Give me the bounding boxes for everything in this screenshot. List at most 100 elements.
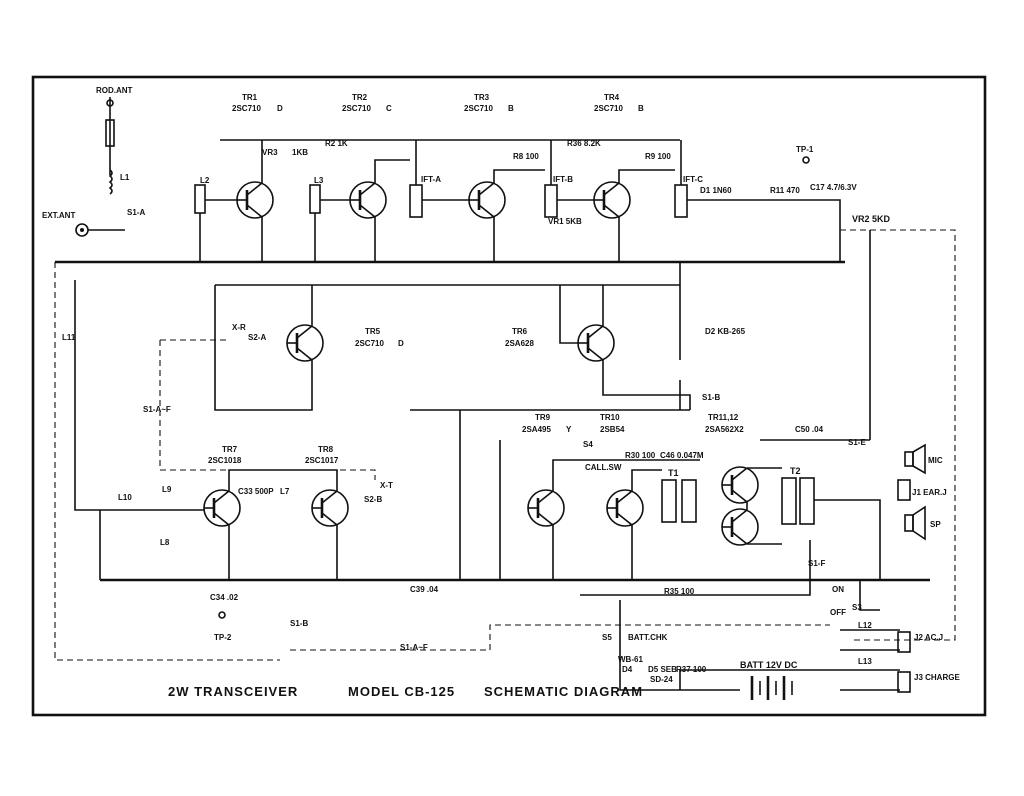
- label-s4: S4: [583, 440, 593, 449]
- label-wb61: WB-61: [618, 655, 643, 664]
- label-tr4-part: 2SC710: [594, 104, 623, 113]
- wire-power: [619, 600, 840, 691]
- label-c33: C33 500P: [238, 487, 274, 496]
- wire-tr6: [559, 285, 691, 410]
- label-tr9-code: Y: [566, 425, 572, 434]
- label-ift-a: IFT-A: [421, 175, 441, 184]
- label-tr2-ref: TR2: [352, 93, 368, 102]
- transistor-tr2: [349, 181, 387, 219]
- label-tr9-ref: TR9: [535, 413, 551, 422]
- label-s1b-bottom: S1-B: [290, 619, 308, 628]
- coil-l2: [194, 184, 206, 262]
- label-r11: R11 470: [770, 186, 800, 195]
- rod-antenna: [105, 97, 115, 175]
- ext-antenna-jack: [75, 223, 125, 237]
- label-tr10-ref: TR10: [600, 413, 620, 422]
- transistor-tr1: [236, 181, 274, 219]
- label-l9: L9: [162, 485, 172, 494]
- transistor-tr4: [593, 181, 631, 219]
- label-ear: J1 EAR.J: [912, 488, 947, 497]
- label-t2: T2: [790, 466, 801, 476]
- transistor-tr9: [527, 489, 565, 527]
- wire-audio-bottom: [580, 540, 811, 596]
- label-r2: R2 1K: [325, 139, 348, 148]
- label-sd24: SD-24: [650, 675, 673, 684]
- wire-detector: [687, 199, 841, 262]
- label-r37: R37 100: [676, 665, 707, 674]
- label-r36: R36 8.2K: [567, 139, 601, 148]
- label-tp2: TP-2: [214, 633, 232, 642]
- label-r8: R8 100: [513, 152, 539, 161]
- label-c39: C39 .04: [410, 585, 439, 594]
- label-c17: C17 4.7/6.3V: [810, 183, 857, 192]
- label-tr2-part: 2SC710: [342, 104, 371, 113]
- transistor-tr10: [606, 489, 644, 527]
- switch-linkage-right: [840, 229, 956, 641]
- speaker-symbol: [904, 505, 926, 541]
- label-tr8-ref: TR8: [318, 445, 334, 454]
- label-tr11-part: 2SA562X2: [705, 425, 744, 434]
- label-s1ae-vertical: S1-A~F: [143, 405, 171, 414]
- label-c50: C50 .04: [795, 425, 824, 434]
- ear-jack-symbol: [897, 479, 911, 501]
- label-d1: D1 1N60: [700, 186, 732, 195]
- label-tr1-code: D: [277, 104, 283, 113]
- label-on: ON: [832, 585, 844, 594]
- title-left: 2W TRANSCEIVER: [168, 684, 298, 699]
- label-tr1-part: 2SC710: [232, 104, 261, 113]
- label-x-t: X-T: [380, 481, 393, 490]
- transformer-t2: [781, 477, 815, 525]
- label-tr1-ref: TR1: [242, 93, 258, 102]
- charge-jack-symbol: [897, 671, 911, 693]
- wire-tr3: [422, 169, 545, 262]
- label-d5: D5 SEB: [648, 665, 677, 674]
- label-tr9-part: 2SA495: [522, 425, 551, 434]
- label-tr6-ref: TR6: [512, 327, 528, 336]
- test-point-tp1: [802, 156, 810, 164]
- label-j3: J3 CHARGE: [914, 673, 960, 682]
- label-vr3: VR3: [262, 148, 278, 157]
- label-tr10-part: 2SB54: [600, 425, 625, 434]
- label-ift-b: IFT-B: [553, 175, 573, 184]
- label-tr5-ref: TR5: [365, 327, 381, 336]
- label-ift-c: IFT-C: [683, 175, 703, 184]
- ac-jack-symbol: [897, 631, 911, 653]
- label-tp1: TP-1: [796, 145, 814, 154]
- label-l7: L7: [280, 487, 290, 496]
- label-tr3-part: 2SC710: [464, 104, 493, 113]
- label-l3: L3: [314, 176, 324, 185]
- wire-tr2: [320, 159, 410, 262]
- label-mic: MIC: [928, 456, 943, 465]
- wire-r7: [760, 230, 871, 441]
- label-s1f: S1-F: [808, 559, 825, 568]
- label-rod-ant: ROD.ANT: [96, 86, 133, 95]
- label-l2: L2: [200, 176, 210, 185]
- coil-l3: [309, 184, 321, 262]
- label-tr3-ref: TR3: [474, 93, 490, 102]
- label-ext-ant: EXT.ANT: [42, 211, 75, 220]
- label-batt: BATT 12V DC: [740, 660, 798, 670]
- wire-tr5: [214, 285, 313, 411]
- title-right: SCHEMATIC DIAGRAM: [484, 684, 643, 699]
- label-batt-chk: BATT.CHK: [628, 633, 668, 642]
- label-tr4-ref: TR4: [604, 93, 620, 102]
- label-sp: SP: [930, 520, 941, 529]
- label-l8: L8: [160, 538, 170, 547]
- wire-output: [746, 467, 881, 580]
- label-s1ae-bottom: S1-A~F: [400, 643, 428, 652]
- label-r35: R35 100: [664, 587, 695, 596]
- label-x-r: X-R: [232, 323, 246, 332]
- label-s1a: S1-A: [127, 208, 145, 217]
- label-s2a: S2-A: [248, 333, 266, 342]
- label-tr7-ref: TR7: [222, 445, 238, 454]
- label-vr2: VR2 5KD: [852, 214, 891, 224]
- label-tr2-code: C: [386, 104, 392, 113]
- wire-audio-tr9: [552, 459, 700, 580]
- wire-audio-left: [459, 410, 501, 580]
- transistor-tr5: [286, 324, 324, 362]
- wire-tx-chain: [74, 280, 338, 580]
- ift-c-transformer: [674, 140, 688, 218]
- battery-symbol: [750, 676, 793, 700]
